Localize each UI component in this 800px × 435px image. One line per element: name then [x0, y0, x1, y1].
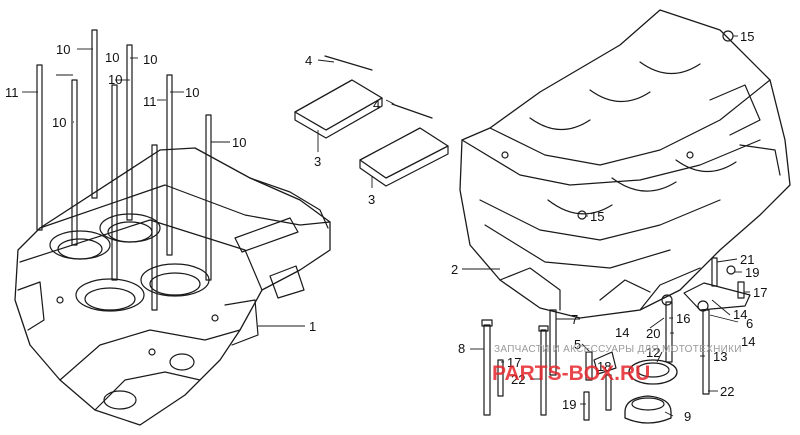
callout-10: 10: [52, 115, 66, 130]
callout-4: 4: [305, 53, 312, 68]
callout-18: 18: [597, 359, 611, 374]
callout-10: 10: [185, 85, 199, 100]
callout-17: 17: [753, 285, 767, 300]
callout-1: 1: [309, 319, 316, 334]
callout-15: 15: [590, 209, 604, 224]
callout-14: 14: [733, 307, 747, 322]
lower-crankcase: [459, 9, 791, 319]
callout-21: 21: [740, 252, 754, 267]
callout-10: 10: [105, 50, 119, 65]
callout-19: 19: [745, 265, 759, 280]
callout-10: 10: [232, 135, 246, 150]
callout-7: 7: [571, 312, 578, 327]
callout-10: 10: [143, 52, 157, 67]
callout-20: 20: [646, 326, 660, 341]
leader-lines: [22, 35, 750, 417]
callout-6: 6: [746, 316, 753, 331]
upper-crankcase: [14, 147, 331, 426]
callout-19: 19: [562, 397, 576, 412]
callout-12: 12: [646, 345, 660, 360]
callout-17: 17: [507, 355, 521, 370]
callout-15: 15: [740, 29, 754, 44]
watermark-brand: PARTS-BOX.RU: [492, 362, 650, 385]
bolts-and-fittings: [481, 257, 751, 424]
watermark-tagline: ЗАПЧАСТИ И АКСЕССУАРЫ ДЛЯ МОТОТЕХНИКИ: [494, 344, 742, 355]
callout-22: 22: [720, 384, 734, 399]
callout-10: 10: [108, 72, 122, 87]
watermark: ЗАПЧАСТИ И АКСЕССУАРЫ ДЛЯ МОТОТЕХНИКИ PA…: [492, 344, 742, 385]
callout-labels: 10 11 10 10 10 10 11 10 10 1 4 4 3 3 15 …: [5, 29, 767, 424]
callout-14: 14: [741, 334, 755, 349]
callout-3: 3: [368, 192, 375, 207]
callout-13: 13: [713, 349, 727, 364]
callout-16: 16: [676, 311, 690, 326]
callout-10: 10: [56, 42, 70, 57]
callout-14: 14: [615, 325, 629, 340]
callout-4: 4: [373, 97, 380, 112]
cylinder-studs: [36, 29, 212, 311]
callout-22: 22: [511, 372, 525, 387]
callout-5: 5: [574, 337, 581, 352]
callout-11: 11: [143, 94, 157, 109]
callout-3: 3: [314, 154, 321, 169]
callout-2: 2: [451, 262, 458, 277]
callout-8: 8: [458, 341, 465, 356]
callout-11: 11: [5, 85, 19, 100]
callout-9: 9: [684, 409, 691, 424]
oil-separator-plates: [294, 55, 449, 187]
